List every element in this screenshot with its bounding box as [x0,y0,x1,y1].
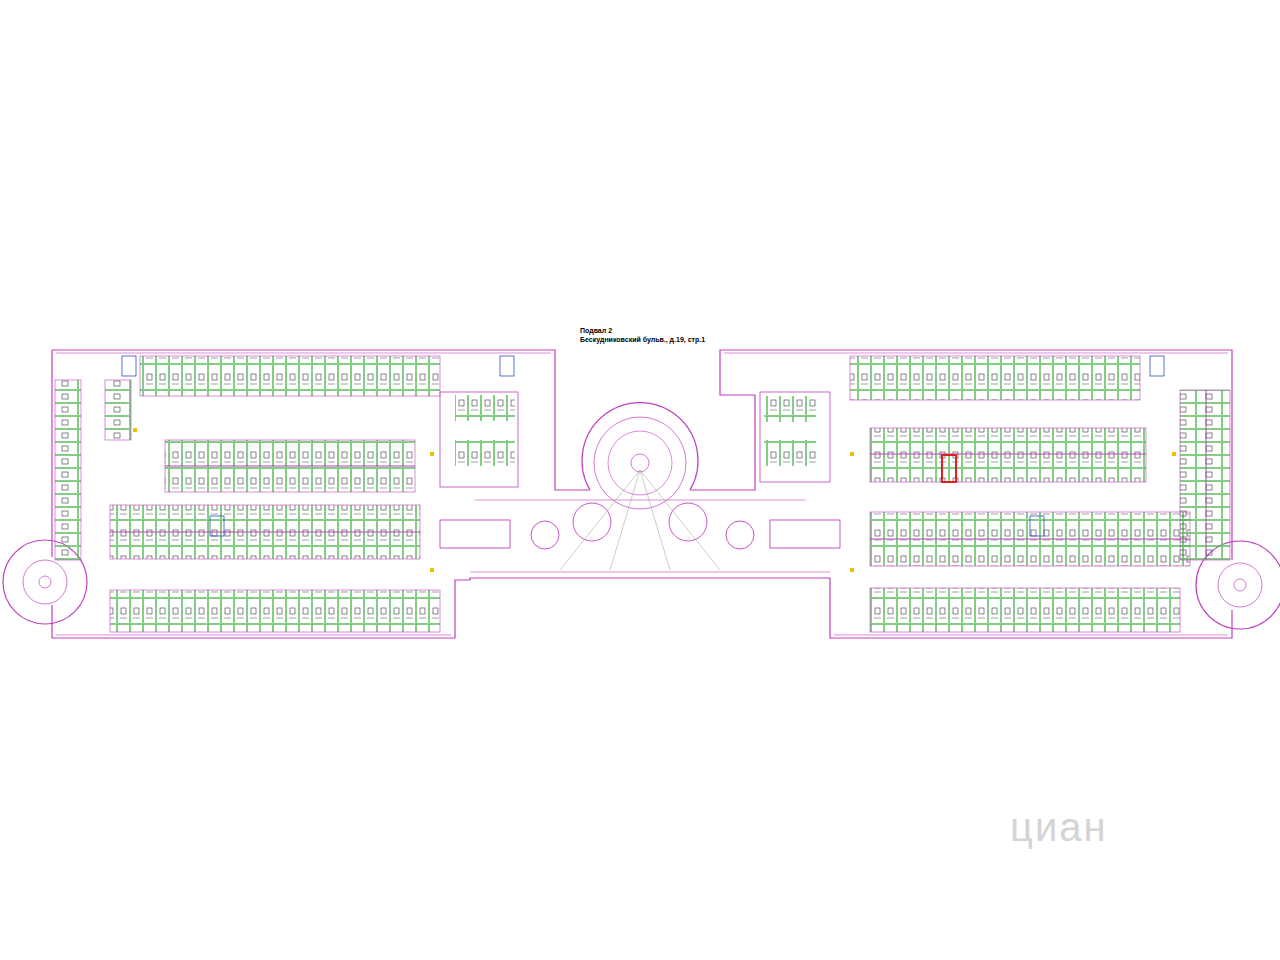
door-marker [133,428,1176,572]
plan-title: Подвал 2 [580,327,612,334]
selected-stall [942,455,956,482]
parking-stalls [55,356,518,632]
address-label: Бескудниковский бульв., д.19, стр.1 [580,336,705,343]
lobby [440,470,840,570]
watermark: циан [1010,805,1108,850]
parking-stalls [760,356,1230,632]
building-outline [3,350,1280,638]
